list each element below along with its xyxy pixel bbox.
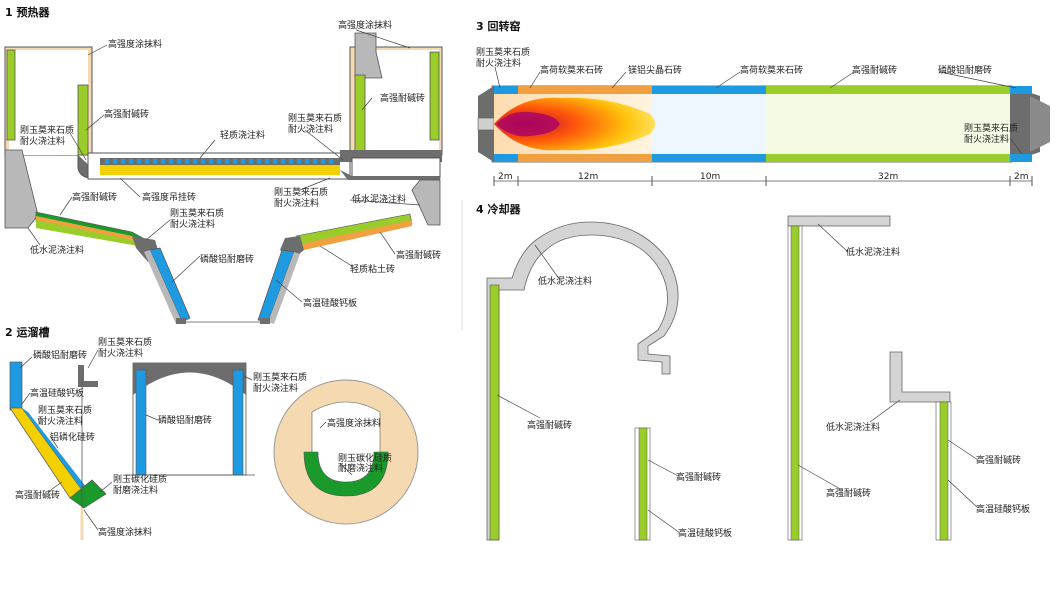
label-t-brick: 高强耐碱砖: [15, 489, 60, 501]
label-mullite-mid-2: 耐火浇注料: [288, 123, 333, 135]
label-t-mullite-1b: 耐火浇注料: [98, 347, 143, 359]
kiln-structure: [477, 85, 1050, 163]
label-k-hmsoft-1: 高荷软莫来石砖: [540, 64, 603, 76]
label-c-brick-3: 高强耐碱砖: [826, 487, 871, 499]
label-coat-left: 高强度涂抹料: [108, 38, 162, 50]
label-mullite-left-2: 耐火浇注料: [20, 135, 65, 147]
label-mullite-left-1: 刚玉莫来石质: [20, 124, 74, 136]
preheater-labels: 高强度涂抹料 高强度涂抹料 高强耐碱砖 高强耐碱砖 刚玉莫来石质 耐火浇注料 刚…: [20, 19, 441, 309]
label-t-mullite-3a: 刚玉莫来石质: [253, 371, 307, 383]
label-coat-right: 高强度涂抹料: [338, 19, 392, 31]
label-t-mullite-3b: 耐火浇注料: [253, 382, 298, 394]
label-t-mullite-1a: 刚玉莫来石质: [98, 336, 152, 348]
label-casi: 高温硅酸钙板: [303, 297, 357, 309]
label-c-casi-2: 高温硅酸钙板: [976, 503, 1030, 515]
label-k-mullite-2: 耐火浇注料: [476, 57, 521, 69]
label-k-hmsoft-2: 高荷软莫来石砖: [740, 64, 803, 76]
dim-32m: 32m: [878, 172, 898, 182]
dim-12m: 12m: [578, 172, 598, 182]
label-brick-r2: 高强耐碱砖: [396, 249, 441, 261]
kiln-dimension: 2m 12m 10m 32m 2m: [493, 172, 1033, 186]
label-t-sic-1: 刚玉碳化硅质: [113, 473, 167, 485]
trough-structure: [9, 361, 419, 540]
label-c-lowcem-2: 低水泥浇注料: [846, 246, 900, 258]
label-c-lowcem-3: 低水泥浇注料: [826, 421, 880, 433]
label-k-mullite-r2: 耐火浇注料: [964, 133, 1009, 145]
label-anchor: 高强度吊挂砖: [142, 191, 196, 203]
label-t-sic-4: 耐磨浇注料: [338, 462, 383, 474]
label-lowcem-right: 低水泥浇注料: [352, 193, 406, 205]
label-mullite-c-1: 刚玉莫来石质: [170, 207, 224, 219]
label-c-casi-1: 高温硅酸钙板: [678, 527, 732, 539]
label-c-brick-1: 高强耐碱砖: [527, 419, 572, 431]
cooler-labels: 低水泥浇注料 高强耐碱砖 高强耐碱砖 高温硅酸钙板 低水泥浇注料 低水泥浇注料 …: [527, 246, 1030, 539]
label-t-mullite-2b: 耐火浇注料: [38, 415, 83, 427]
label-brick-low: 高强耐碱砖: [72, 191, 117, 203]
label-t-coat-2: 高强度涂抹料: [327, 417, 381, 429]
dim-2m-left: 2m: [498, 172, 513, 182]
cooler-title: 4 冷却器: [476, 202, 521, 216]
label-brick-right: 高强耐碱砖: [380, 92, 425, 104]
label-t-phos-2: 铝磷化硅砖: [50, 431, 95, 443]
label-t-casi: 高温硅酸钙板: [30, 387, 84, 399]
label-t-phos-3: 磷酸铝耐磨砖: [158, 414, 212, 426]
label-c-brick-4: 高强耐碱砖: [976, 454, 1021, 466]
label-t-mullite-2a: 刚玉莫来石质: [38, 404, 92, 416]
label-c-brick-2: 高强耐碱砖: [676, 471, 721, 483]
kiln-title: 3 回转窑: [476, 19, 520, 33]
label-k-brick: 高强耐碱砖: [852, 64, 897, 76]
label-mullite-r-1: 刚玉莫来石质: [274, 186, 328, 198]
label-t-coat: 高强度涂抹料: [98, 526, 152, 538]
label-t-sic-3: 刚玉碳化硅质: [338, 452, 392, 464]
preheater-structure: [4, 32, 443, 324]
label-t-phos-1: 磷酸铝耐磨砖: [33, 349, 87, 361]
kiln-labels: 刚玉莫来石质 耐火浇注料 高荷软莫来石砖 镁铝尖晶石砖 高荷软莫来石砖 高强耐碱…: [476, 46, 1018, 145]
cooler-leaders: [496, 223, 979, 534]
label-k-mgal: 镁铝尖晶石砖: [628, 64, 682, 76]
label-mullite-c-2: 耐火浇注料: [170, 218, 215, 230]
label-mullite-mid-1: 刚玉莫来石质: [288, 112, 342, 124]
label-k-phos: 磷酸铝耐磨砖: [938, 64, 992, 76]
trough-leaders: [19, 349, 353, 531]
trough-title: 2 运溜槽: [5, 325, 49, 339]
preheater-title: 1 预热器: [5, 5, 50, 19]
kiln-leaders: [494, 66, 1023, 155]
label-t-sic-2: 耐磨浇注料: [113, 484, 158, 496]
label-clay: 轻质粘土砖: [350, 263, 395, 275]
label-k-mullite-1: 刚玉莫来石质: [476, 46, 530, 58]
dim-2m-right: 2m: [1014, 172, 1029, 182]
label-light: 轻质浇注料: [220, 129, 265, 141]
trough-labels: 磷酸铝耐磨砖 刚玉莫来石质 耐火浇注料 高温硅酸钙板 刚玉莫来石质 耐火浇注料 …: [15, 336, 392, 538]
dim-10m: 10m: [700, 172, 720, 182]
label-mullite-r-2: 耐火浇注料: [274, 197, 319, 209]
cooler-structure: [486, 215, 952, 541]
label-lowcem-left: 低水泥浇注料: [30, 244, 84, 256]
label-c-lowcem-1: 低水泥浇注料: [538, 275, 592, 287]
label-k-mullite-r1: 刚玉莫来石质: [964, 122, 1018, 134]
preheater-leaders: [27, 29, 421, 303]
label-phos: 磷酸铝耐磨砖: [200, 253, 254, 265]
label-brick-left: 高强耐碱砖: [104, 108, 149, 120]
